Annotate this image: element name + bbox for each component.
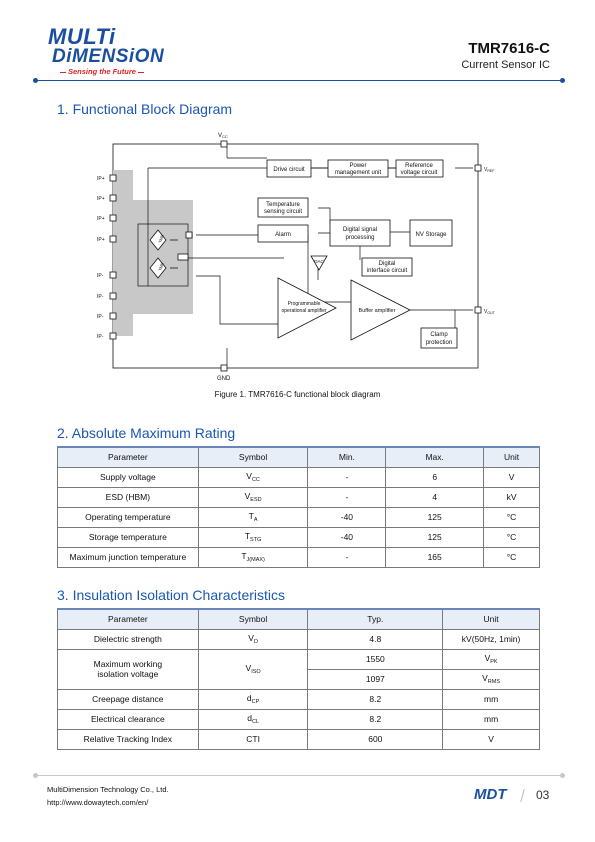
vcc-label: VCC (218, 133, 228, 139)
svg-text:Programmable: Programmable (288, 301, 321, 307)
footer-rule (33, 773, 565, 778)
svg-text:Temperature: Temperature (266, 202, 300, 208)
clamp-protection-block: Clamp protection (420, 327, 458, 349)
section-title-insulation: 3. Insulation Isolation Characteristics (57, 587, 285, 603)
header-typ: Typ. (307, 608, 444, 630)
document-title: TMR7616-C (468, 40, 550, 57)
dac-block: DAC (310, 255, 328, 271)
dsp-block: Digital signal processing (329, 219, 391, 247)
table-row: Maximum junction temperature TJ(MAX) -16… (57, 546, 540, 568)
svg-text:IP+: IP+ (97, 237, 105, 243)
svg-text:Digital signal: Digital signal (343, 227, 377, 233)
functional-block-diagram: VCC GND IP+ IP+ IP+ IP+ IP- IP- IP- IP- … (60, 128, 520, 386)
gnd-label: GND (217, 376, 231, 382)
logo-line1: MULTi (48, 24, 116, 49)
svg-text:Digital: Digital (379, 261, 396, 267)
buffer-amplifier-block: Buffer amplifier (350, 279, 411, 341)
svg-text:TMR: TMR (157, 234, 165, 244)
footer-url[interactable]: http://www.dowaytech.com/en/ (47, 798, 149, 807)
svg-text:Power: Power (349, 163, 366, 169)
header-max: Max. (385, 446, 485, 468)
gnd-pin (220, 364, 228, 372)
svg-text:operational amplifier: operational amplifier (281, 308, 326, 314)
section-title-abs-max: 2. Absolute Maximum Rating (57, 425, 236, 441)
svg-text:IP+: IP+ (97, 196, 105, 202)
svg-text:Buffer amplifier: Buffer amplifier (359, 308, 396, 314)
header-min: Min. (307, 446, 387, 468)
svg-text:IP-: IP- (97, 334, 104, 340)
svg-text:Reference: Reference (405, 163, 433, 169)
footer-logo: MDT (474, 786, 507, 803)
svg-text:IP-: IP- (97, 314, 104, 320)
drive-circuit-block: Drive circuit (266, 159, 312, 178)
header-symbol: Symbol (197, 446, 309, 468)
svg-text:TMR: TMR (157, 262, 165, 272)
vout-pin (474, 306, 482, 314)
header-unit: Unit (483, 446, 540, 468)
vref-label: VREF (484, 167, 494, 173)
alarm-block: Alarm (257, 224, 309, 243)
vout-label: VOUT (484, 309, 496, 315)
ip-minus-pins: IP- IP- IP- IP- (97, 271, 117, 340)
absolute-maximum-table: Parameter Symbol Min. Max. Unit Supply v… (57, 446, 540, 568)
svg-text:IP+: IP+ (97, 176, 105, 182)
svg-text:NV Storage: NV Storage (415, 232, 447, 238)
header-unit: Unit (442, 608, 540, 630)
header-parameter: Parameter (57, 608, 199, 630)
vcc-pin (220, 140, 228, 148)
figure-caption: Figure 1. TMR7616-C functional block dia… (214, 390, 381, 399)
logo-line2: DiMENSiON (52, 46, 165, 67)
temperature-sensing-block: Temperature sensing circuit (257, 197, 309, 218)
svg-text:DAC: DAC (314, 259, 324, 264)
logo-tagline: Sensing the Future (58, 67, 146, 76)
header-parameter: Parameter (57, 446, 199, 468)
header-rule (33, 78, 565, 83)
company-logo: MULTi DiMENSiON Sensing the Future (46, 22, 186, 80)
page-number: 03 (536, 788, 550, 802)
table-row: Dielectric strength VD 4.8 kV(50Hz, 1min… (57, 628, 540, 650)
header-symbol: Symbol (197, 608, 309, 630)
ip-plus-pins: IP+ IP+ IP+ IP+ (97, 174, 117, 243)
svg-text:sensing circuit: sensing circuit (264, 209, 302, 215)
svg-text:processing: processing (345, 235, 374, 241)
digital-interface-block: Digital interface circuit (361, 257, 413, 277)
document-subtitle: Current Sensor IC (461, 59, 550, 71)
svg-text:IP-: IP- (97, 273, 104, 279)
programmable-amplifier-block: Programmable operational amplifier (277, 277, 337, 339)
table-row: Electrical clearance dCL 8.2 mm (57, 708, 540, 730)
svg-text:Alarm: Alarm (275, 232, 291, 238)
insulation-table: Parameter Symbol Typ. Unit Dielectric st… (57, 608, 540, 750)
tmr-bridge: TMR TMR (137, 223, 193, 287)
vref-pin (474, 164, 482, 172)
svg-text:IP+: IP+ (97, 216, 105, 222)
footer-separator (520, 789, 525, 802)
svg-text:Drive circuit: Drive circuit (273, 167, 305, 173)
footer-company: MultiDimension Technology Co., Ltd. (47, 785, 169, 794)
svg-text:voltage circuit: voltage circuit (401, 170, 438, 176)
svg-text:interface circuit: interface circuit (367, 268, 408, 274)
table-row: Relative Tracking Index CTI 600 V (57, 728, 540, 750)
svg-text:protection: protection (426, 340, 452, 346)
reference-voltage-block: Reference voltage circuit (395, 159, 444, 178)
svg-text:IP-: IP- (97, 294, 104, 300)
table-row: Creepage distance dCP 8.2 mm (57, 688, 540, 710)
svg-text:Clamp: Clamp (430, 332, 448, 338)
section-title-block-diagram: 1. Functional Block Diagram (57, 101, 233, 117)
svg-text:management unit: management unit (335, 170, 382, 176)
nv-storage-block: NV Storage (409, 219, 453, 247)
power-management-block: Power management unit (327, 159, 389, 178)
